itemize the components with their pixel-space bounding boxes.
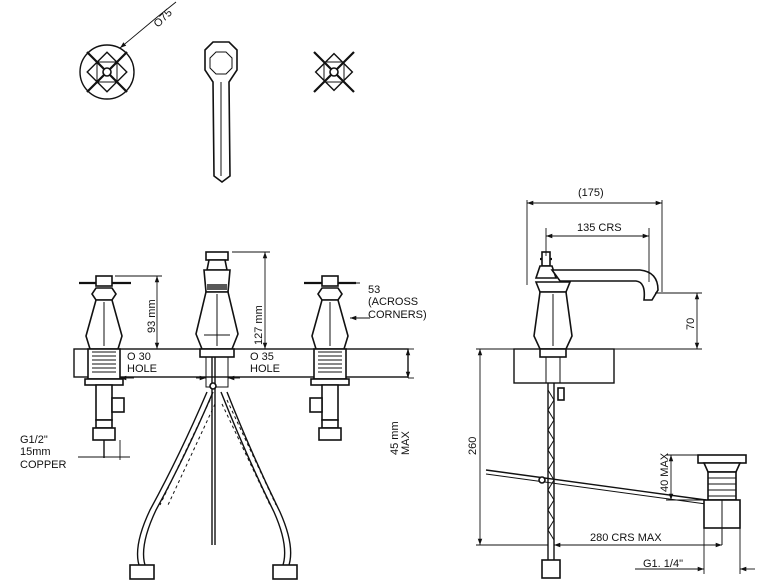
connection-label-3: COPPER	[20, 459, 67, 471]
front-spout	[195, 251, 239, 545]
height-70-label: 70	[685, 318, 697, 330]
height-260-label: 260	[467, 437, 479, 455]
across-corners-label-3: CORNERS)	[368, 309, 427, 321]
spout-height-label: 127 mm	[253, 305, 265, 345]
plan-dia-label: O75	[152, 7, 175, 30]
connection-label-1: G1/2"	[20, 434, 48, 446]
hole-30-label-1: O 30	[127, 351, 151, 363]
hole-35-label-1: O 35	[250, 351, 274, 363]
waste-max-label: 40 MAX	[659, 452, 671, 492]
across-corners-label-2: (ACROSS	[368, 296, 418, 308]
handle-height-label: 93 mm	[146, 299, 158, 333]
side-waste-rod	[485, 469, 707, 505]
side-waste-plug	[697, 454, 747, 545]
width-175-label: (175)	[578, 187, 604, 199]
max-45-label-1: 45 mm	[389, 421, 401, 455]
plan-dia-dimension: O75	[119, 1, 177, 49]
hole-30-label-2: HOLE	[127, 363, 157, 375]
front-deck	[73, 348, 409, 378]
waste-thread-label: G1. 1/4"	[643, 558, 683, 570]
across-corners-label-1: 53	[368, 284, 380, 296]
side-tap	[533, 251, 659, 579]
front-right-valve	[304, 275, 356, 441]
side-dimensions	[476, 200, 755, 574]
front-dimensions	[78, 251, 414, 460]
plan-right-handle	[313, 51, 355, 93]
front-hoses	[129, 391, 298, 580]
crs-135-label: 135 CRS	[577, 222, 622, 234]
plan-left-handle	[79, 44, 135, 100]
max-45-label-2: MAX	[400, 431, 412, 456]
connection-label-2: 15mm	[20, 446, 51, 458]
front-left-valve	[79, 275, 131, 458]
hole-35-label-2: HOLE	[250, 363, 280, 375]
crs-max-280-label: 280 CRS MAX	[590, 532, 662, 544]
plan-spout	[204, 41, 238, 183]
